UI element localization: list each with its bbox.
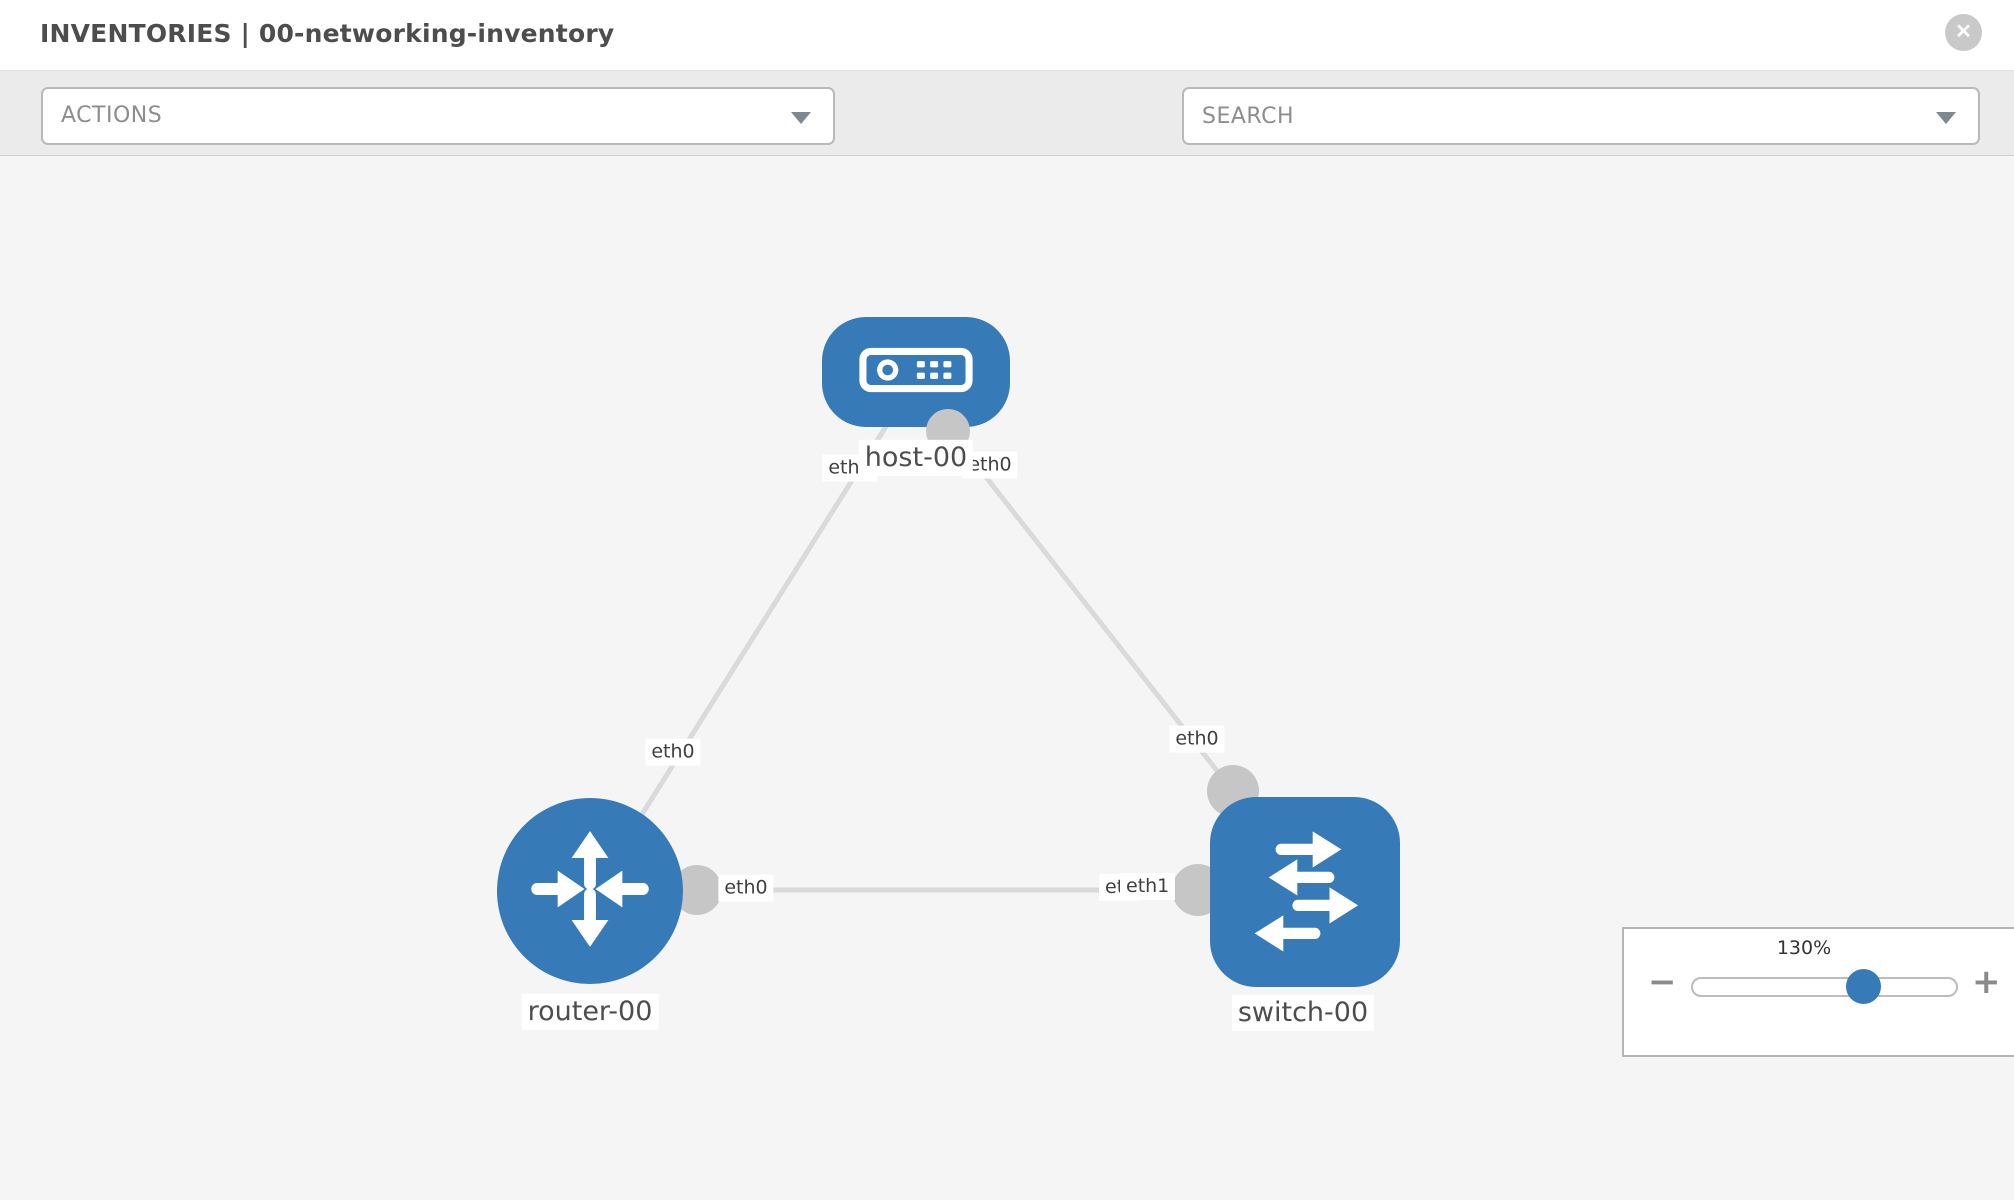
zoom-in-button[interactable]: + — [1972, 965, 2001, 999]
chevron-down-icon — [791, 112, 811, 124]
search-dropdown — [1182, 87, 1980, 145]
link-host-router — [609, 418, 893, 864]
actions-dropdown-label: ACTIONS — [61, 103, 163, 128]
zoom-control-panel: 130% − + — [1622, 927, 2014, 1057]
close-icon: ✕ — [1955, 21, 1972, 43]
actions-dropdown[interactable]: ACTIONS — [41, 87, 835, 145]
node-label-host: host-00 — [858, 439, 974, 477]
node-router-00[interactable] — [497, 798, 683, 984]
page-title: INVENTORIES | 00-networking-inventory — [40, 19, 615, 48]
search-input[interactable] — [1184, 89, 1978, 143]
topology-links — [609, 418, 1242, 893]
node-label-router: router-00 — [521, 993, 659, 1031]
zoom-slider-track[interactable] — [1691, 977, 1958, 997]
node-switch-00[interactable] — [1210, 797, 1400, 987]
router-icon — [524, 823, 656, 959]
interface-label: eth1 — [1120, 873, 1176, 900]
window-header: INVENTORIES | 00-networking-inventory ✕ — [0, 0, 2014, 71]
router-port-circle — [672, 865, 722, 915]
interface-label: eth0 — [1169, 725, 1225, 753]
minus-icon: − — [1648, 962, 1677, 1002]
interface-label: eth0 — [645, 738, 701, 766]
zoom-out-button[interactable]: − — [1648, 965, 1677, 999]
zoom-level-value: 130% — [1776, 937, 1832, 959]
chevron-down-icon — [1936, 112, 1956, 124]
node-label-switch: switch-00 — [1231, 994, 1375, 1032]
close-button[interactable]: ✕ — [1945, 14, 1982, 51]
plus-icon: + — [1972, 962, 2001, 1002]
host-icon — [858, 347, 974, 397]
switch-icon — [1235, 820, 1375, 964]
node-host-00[interactable] — [822, 317, 1010, 427]
interface-label: eth0 — [718, 874, 774, 902]
toolbar: ACTIONS — [0, 71, 2014, 205]
zoom-slider-knob[interactable] — [1846, 969, 1881, 1004]
